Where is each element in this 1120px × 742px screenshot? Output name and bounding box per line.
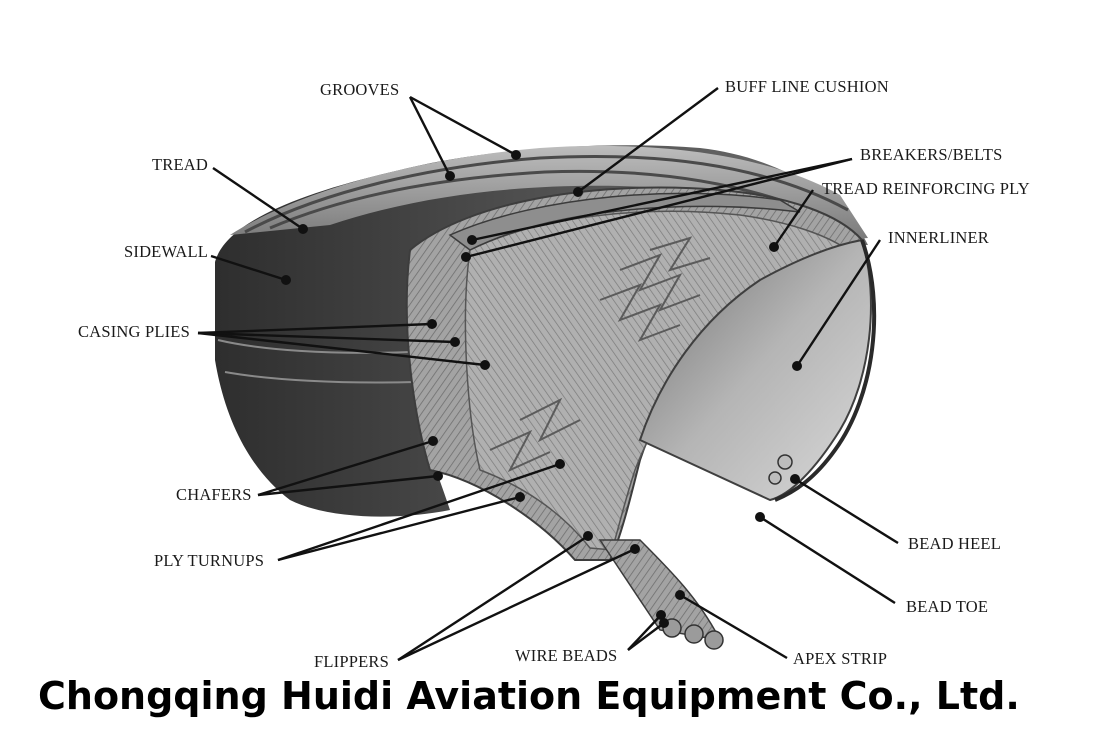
label-bead-heel: BEAD HEEL	[908, 534, 1001, 553]
leader-dots	[281, 150, 802, 628]
company-name: Chongqing Huidi Aviation Equipment Co., …	[38, 674, 1020, 718]
sidewall-rib-2	[224, 371, 416, 384]
label-flippers: FLIPPERS	[314, 652, 389, 671]
label-breakers-belts: BREAKERS/BELTS	[860, 145, 1003, 164]
label-apex-strip: APEX STRIP	[793, 649, 888, 668]
innerliner-surface	[638, 238, 872, 502]
label-grooves: GROOVES	[320, 80, 400, 99]
label-tread: TREAD	[152, 155, 208, 174]
wire-bead-2	[684, 624, 704, 644]
label-bead-toe: BEAD TOE	[906, 597, 989, 616]
tread-band	[230, 145, 868, 240]
groove-line-1	[244, 154, 849, 234]
bead-heel-knob	[777, 454, 793, 470]
innerliner-rim-edge	[774, 239, 877, 502]
label-casing-plies: CASING PLIES	[78, 322, 190, 341]
label-ply-turnups: PLY TURNUPS	[154, 551, 265, 570]
label-wire-beads: WIRE BEADS	[515, 646, 618, 665]
leader-lines	[197, 87, 899, 662]
ply-chevrons	[489, 236, 711, 473]
label-innerliner: INNERLINER	[888, 228, 989, 247]
groove-line-2	[269, 169, 846, 230]
label-sidewall: SIDEWALL	[124, 242, 209, 261]
bead-toe-knob	[768, 471, 782, 485]
label-chafers: CHAFERS	[176, 485, 252, 504]
label-buff-line-cushion: BUFF LINE CUSHION	[725, 77, 889, 96]
wire-bead-3	[704, 630, 724, 650]
label-tread-reinforcing-ply: TREAD REINFORCING PLY	[822, 179, 1030, 198]
